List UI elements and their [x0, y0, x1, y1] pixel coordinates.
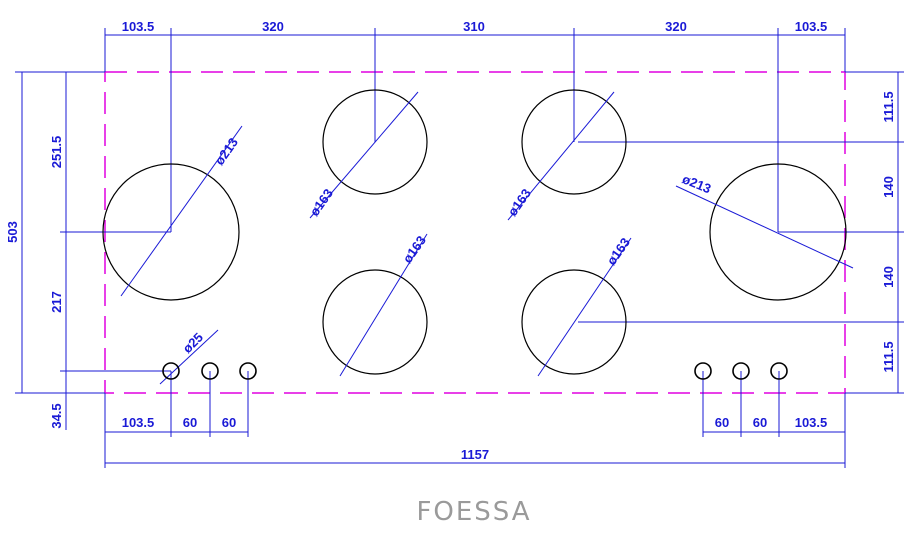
burner-large-right	[709, 163, 847, 301]
dim-top-2: 320	[262, 19, 284, 34]
dim-top-5: 103.5	[795, 19, 828, 34]
brand-logo-text: FOESSA	[416, 497, 531, 527]
knob-left-3	[239, 362, 257, 380]
dim-bottom-left-2: 60	[183, 415, 197, 430]
dia-label-small-top-left: ø163	[307, 186, 336, 219]
knob-right-1	[694, 362, 712, 380]
top-dimension-chain: 103.5 320 310 320 103.5	[104, 19, 846, 232]
knob-left-2	[201, 362, 219, 380]
dia-label-knob: ø25	[180, 330, 206, 356]
dim-top-4: 320	[665, 19, 687, 34]
dim-left-bottom: 34.5	[49, 403, 64, 428]
dim-right-4: 111.5	[881, 341, 896, 372]
dim-bottom-left-1: 103.5	[122, 415, 155, 430]
diameter-leaders: ø213 ø163 ø163 ø163 ø163 ø213 ø25	[120, 91, 854, 385]
burner-large-left	[102, 163, 240, 301]
left-dimension-chain: 503 251.5 217 34.5	[5, 71, 171, 430]
dim-bottom-right-3: 103.5	[795, 415, 828, 430]
burner-small-top-left	[322, 89, 428, 195]
knob-left-1	[162, 362, 180, 380]
dim-left-total: 503	[5, 221, 20, 243]
dim-top-3: 310	[463, 19, 485, 34]
dim-bottom-left-3: 60	[222, 415, 236, 430]
dia-label-small-bottom-right: ø163	[604, 235, 633, 268]
burner-small-top-right	[521, 89, 627, 195]
knob-right-3	[770, 362, 788, 380]
dim-right-2: 140	[881, 176, 896, 198]
knobs	[162, 362, 788, 380]
burner-small-bottom-right	[521, 269, 627, 375]
bottom-dimension-chain: 103.5 60 60 60 60 103.5 1157	[104, 371, 846, 468]
knob-right-2	[732, 362, 750, 380]
burner-small-bottom-left	[322, 269, 428, 375]
burners	[102, 89, 847, 375]
dim-top-1: 103.5	[122, 19, 155, 34]
dim-bottom-right-1: 60	[715, 415, 729, 430]
dim-right-1: 111.5	[881, 91, 896, 122]
right-dimension-chain: 111.5 140 140 111.5	[578, 71, 904, 394]
dim-bottom-total: 1157	[461, 447, 489, 462]
dia-label-large-right: ø213	[680, 171, 713, 196]
dim-bottom-right-2: 60	[753, 415, 767, 430]
dim-left-lower: 217	[49, 291, 64, 313]
cutout-outline	[104, 71, 846, 394]
dia-label-small-top-right: ø163	[505, 186, 534, 219]
dim-left-upper: 251.5	[49, 136, 64, 169]
dim-right-3: 140	[881, 266, 896, 288]
dia-label-large-left: ø213	[212, 135, 241, 168]
